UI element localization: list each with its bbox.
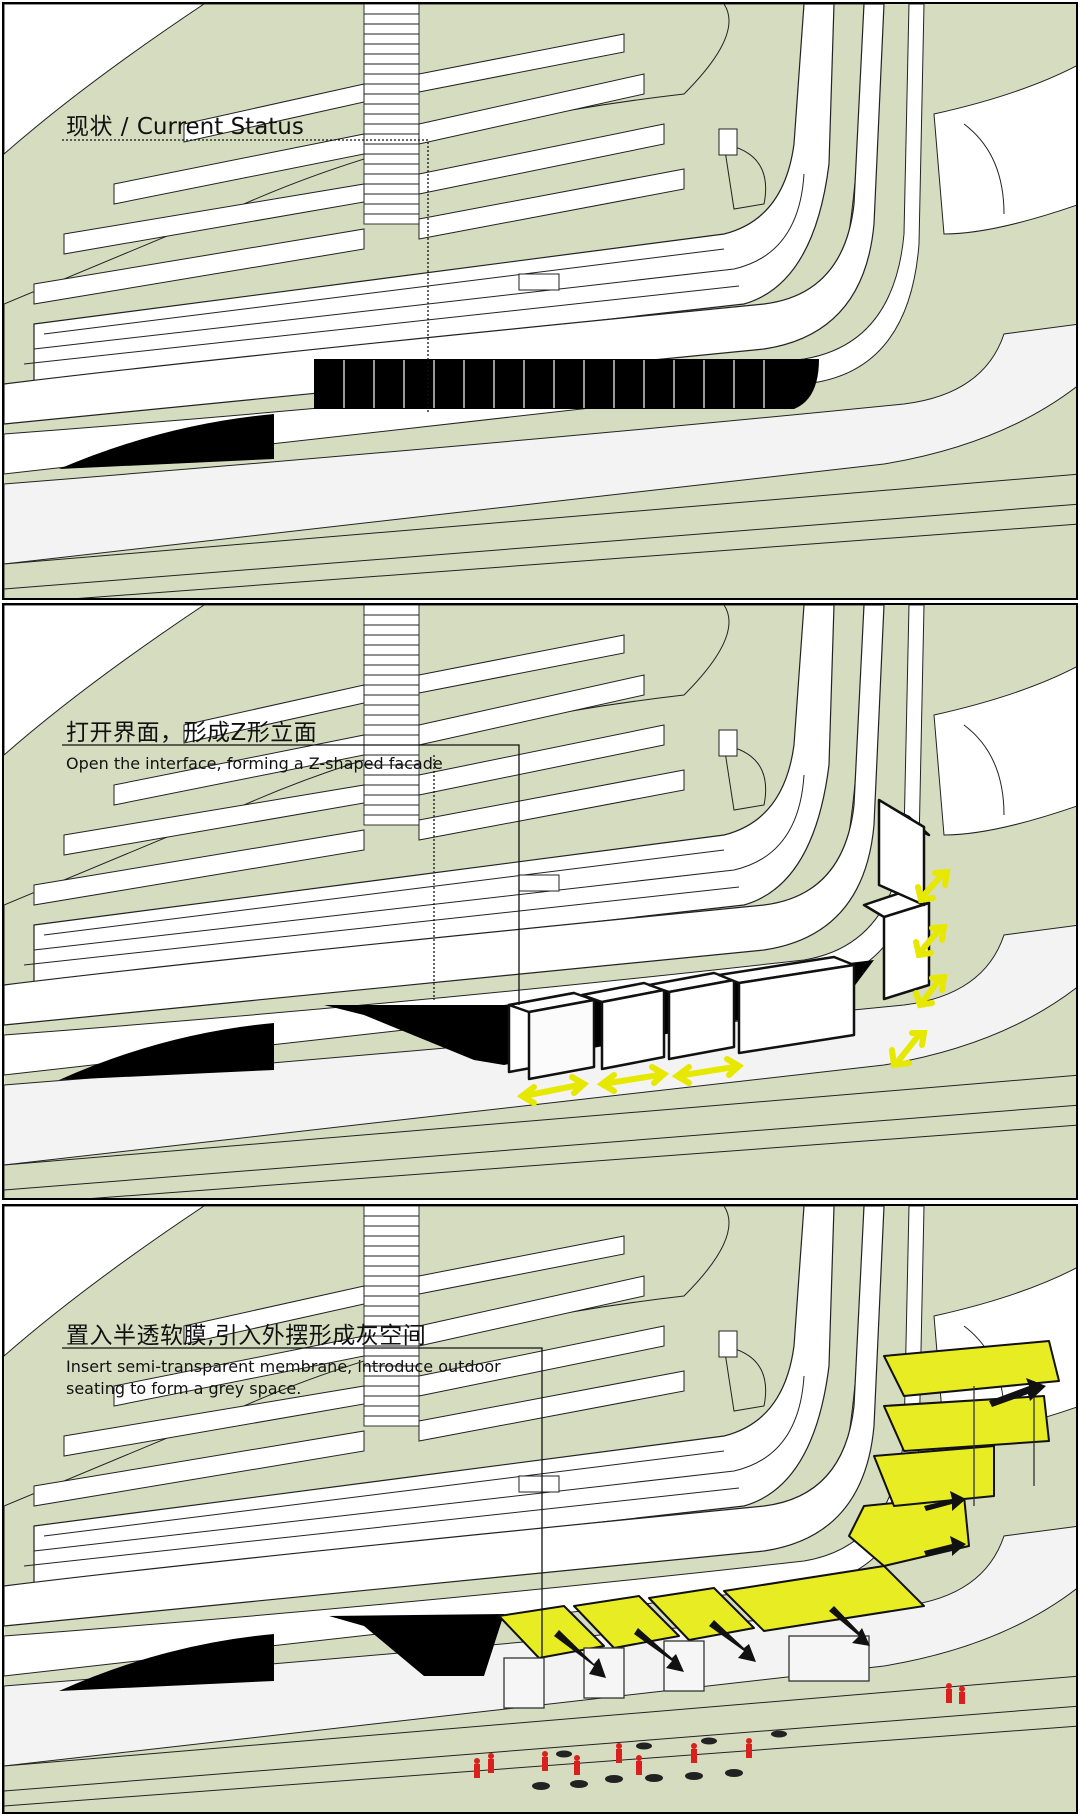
outdoor-tables bbox=[532, 1730, 787, 1790]
panel-grey-space: 置入半透软膜,引入外摆形成灰空间 Insert semi-transparent… bbox=[2, 1204, 1078, 1814]
panel-z-facade: 打开界面，形成Z形立面 Open the interface, forming … bbox=[2, 603, 1078, 1200]
terraced-landscape bbox=[4, 1206, 1076, 1812]
caption-leader bbox=[62, 744, 520, 1005]
caption-cn: 打开界面，形成Z形立面 bbox=[66, 720, 318, 746]
caption-current-status: 现状 / Current Status bbox=[66, 114, 304, 140]
grey-space-drawing bbox=[4, 1206, 1076, 1812]
panel-current-status: 现状 / Current Status bbox=[2, 2, 1078, 600]
glazed-facade bbox=[59, 359, 819, 469]
caption-cn: 现状 bbox=[66, 114, 113, 140]
membrane-canopy bbox=[498, 1340, 1060, 1659]
caption-leader bbox=[62, 139, 429, 414]
red-figures bbox=[474, 1683, 965, 1778]
caption-leader bbox=[62, 1347, 543, 1658]
caption-z-facade: 打开界面，形成Z形立面 Open the interface, forming … bbox=[66, 713, 443, 775]
yellow-arrows bbox=[516, 868, 951, 1106]
current-status-drawing bbox=[4, 4, 1076, 598]
caption-en-line2: seating to form a grey space. bbox=[66, 1379, 302, 1398]
z-shaped-volumes bbox=[507, 798, 931, 1081]
dark-void bbox=[59, 1614, 504, 1691]
dark-void bbox=[59, 960, 874, 1080]
caption-en-line1: Insert semi-transparent membrane, introd… bbox=[66, 1357, 501, 1376]
caption-en: Current Status bbox=[136, 114, 304, 140]
caption-en: Open the interface, forming a Z-shaped f… bbox=[66, 754, 443, 773]
caption-grey-space: 置入半透软膜,引入外摆形成灰空间 Insert semi-transparent… bbox=[66, 1316, 501, 1400]
z-facade-drawing bbox=[4, 605, 1076, 1198]
terraced-landscape bbox=[4, 4, 1076, 598]
caption-cn: 置入半透软膜,引入外摆形成灰空间 bbox=[66, 1323, 427, 1349]
black-arrows bbox=[554, 1378, 1046, 1678]
